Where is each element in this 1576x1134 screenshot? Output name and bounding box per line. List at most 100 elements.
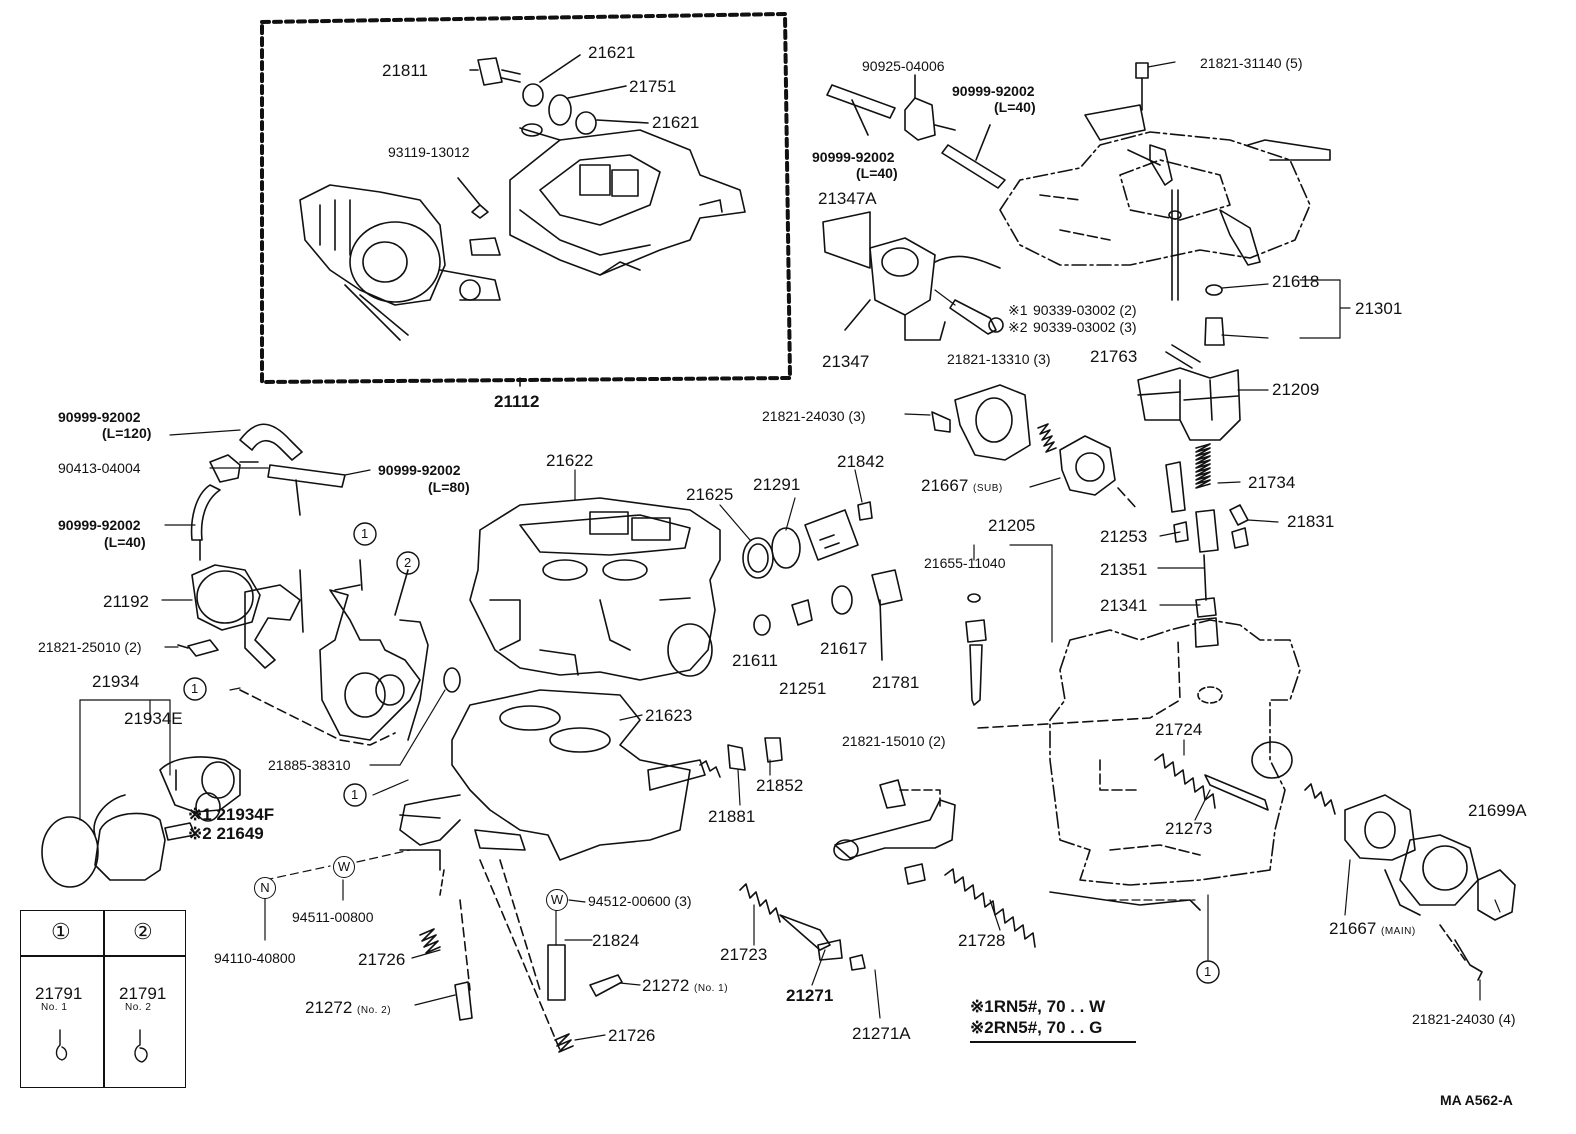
label-21655-11040: 21655-11040 <box>924 555 1006 571</box>
label-90999-92002-L120-length: (L=120) <box>102 425 152 441</box>
tag-no2: (No. 2) <box>357 1005 392 1016</box>
upper-right-brackets <box>1084 62 1331 301</box>
subassembly-frame-21112 <box>260 12 792 387</box>
label-21253: 21253 <box>1100 527 1148 546</box>
label-21881: 21881 <box>708 807 756 826</box>
label-21934F: ※1 21934F <box>188 805 275 824</box>
main-diaphragm-21667-main <box>1344 794 1516 981</box>
secondary-diaphragm-21667-sub <box>931 384 1139 511</box>
air-horn-assembly <box>509 123 746 276</box>
label-21821-24030-4: 21821-24030 (4) <box>1412 1011 1516 1027</box>
label-90999-92002-top-right: 90999-92002 <box>952 83 1035 99</box>
label-21831: 21831 <box>1287 512 1335 531</box>
label-21852: 21852 <box>756 776 804 795</box>
circle-one-two-leaders <box>239 559 409 746</box>
label-21821-24030-3: 21821-24030 (3) <box>762 408 866 424</box>
label-21347: 21347 <box>822 352 870 371</box>
label-21273: 21273 <box>1165 819 1213 838</box>
label-90339-03002-3: 90339-03002 (3) <box>1033 319 1137 335</box>
label-90413-04004: 90413-04004 <box>58 460 141 476</box>
label-21934E: 21934E <box>124 709 183 728</box>
label-21821-31140: 21821-31140 (5) <box>1200 55 1303 71</box>
label-21726-upper: 21726 <box>358 950 406 969</box>
label-90999-92002-top-right-length: (L=40) <box>994 99 1036 115</box>
label-21621-upper: 21621 <box>588 43 636 62</box>
label-21611: 21611 <box>732 651 779 670</box>
label-21821-25010: 21821-25010 (2) <box>38 639 142 655</box>
label-21291: 21291 <box>753 475 801 494</box>
label-21622: 21622 <box>546 451 594 470</box>
legend-col1-part: 21791 <box>35 984 83 1003</box>
label-21623: 21623 <box>645 706 693 725</box>
tag-main: (MAIN) <box>1381 926 1416 937</box>
legend-col2-no: No. 2 <box>125 1002 152 1013</box>
label-21301: 21301 <box>1355 299 1403 318</box>
label-21112: 21112 <box>494 392 540 411</box>
label-90339-03002-2: 90339-03002 (2) <box>1033 302 1137 318</box>
label-90999-92002-L40-left: 90999-92002 <box>58 517 141 533</box>
note-underline <box>970 1041 1136 1043</box>
legend-col2-part: 21791 <box>119 984 167 1003</box>
label-21272-no2: 21272 (No. 2) <box>305 998 392 1017</box>
marker-ref-1-top: ※1 <box>1008 302 1028 318</box>
label-21351: 21351 <box>1100 560 1148 579</box>
label-21625: 21625 <box>686 485 734 504</box>
label-21724: 21724 <box>1155 720 1203 739</box>
clip-legend-box: ① ② 21791 No. 1 21791 No. 2 <box>20 910 186 1088</box>
springs-group <box>419 753 1336 1053</box>
callout-circle-number-2: 2 <box>404 555 412 570</box>
label-21272-no1: 21272 (No. 1) <box>642 976 729 995</box>
label-21347A: 21347A <box>818 189 877 208</box>
label-21649: ※2 21649 <box>188 824 264 843</box>
label-21781: 21781 <box>872 673 920 692</box>
legend-col2-header: ② <box>133 919 153 944</box>
washer-w-marker-2: W <box>546 889 568 911</box>
carburetor-body-outline-right <box>1049 619 1301 886</box>
carburetor-body-21622 <box>469 497 721 681</box>
choke-opener-assembly <box>299 184 501 341</box>
label-90999-92002-L40-left-length: (L=40) <box>104 534 146 550</box>
label-94511-00800: 94511-00800 <box>292 909 374 925</box>
label-90999-92002-L120: 90999-92002 <box>58 409 141 425</box>
label-94110-40800: 94110-40800 <box>214 950 296 966</box>
callout-circle-number-3: 1 <box>191 681 199 696</box>
figure-code: MA A562-A <box>1440 1092 1513 1108</box>
label-21699A: 21699A <box>1468 801 1527 820</box>
main-jet-21205 <box>965 593 1181 729</box>
clip-21791-no1-icon <box>55 1029 68 1061</box>
label-21192: 21192 <box>103 592 150 611</box>
spring-21734 <box>1195 443 1211 489</box>
label-21751: 21751 <box>629 77 677 96</box>
label-21271A: 21271A <box>852 1024 911 1043</box>
label-90925-04006: 90925-04006 <box>862 58 945 74</box>
label-21842: 21842 <box>837 452 885 471</box>
tag-no1: (No. 1) <box>694 983 729 994</box>
center-small-parts <box>727 501 903 771</box>
label-90999-92002-L80: 90999-92002 <box>378 462 461 478</box>
label-21824: 21824 <box>592 931 640 950</box>
label-21811: 21811 <box>382 61 429 80</box>
label-21763: 21763 <box>1090 347 1138 366</box>
marker-ref-2-top: ※2 <box>1008 319 1028 335</box>
label-94512-00600: 94512-00600 (3) <box>588 893 692 909</box>
label-21341: 21341 <box>1100 596 1148 615</box>
label-21667-sub: 21667 (SUB) <box>921 476 1003 495</box>
note-line-1: ※1RN5#, 70 . . W <box>970 997 1106 1016</box>
legend-col1-header: ① <box>51 919 71 944</box>
label-90999-92002-L80-length: (L=80) <box>428 479 470 495</box>
label-21821-15010: 21821-15010 (2) <box>842 733 946 749</box>
label-93119-13012: 93119-13012 <box>388 144 470 160</box>
label-21251: 21251 <box>779 679 827 698</box>
label-21734: 21734 <box>1248 473 1296 492</box>
label-90999-92002-top-left: 90999-92002 <box>812 149 895 165</box>
label-90999-92002-top-left-length: (L=40) <box>856 165 898 181</box>
power-valve-21209 <box>1137 367 1241 441</box>
air-horn-small-parts <box>457 54 649 256</box>
nut-n-marker: N <box>254 877 276 899</box>
legend-col1-no: No. 1 <box>41 1002 68 1013</box>
fuel-cut-solenoid-21934 <box>41 756 241 888</box>
mounting-bolts-21821-13310 <box>949 299 1004 335</box>
label-21618: 21618 <box>1272 272 1320 291</box>
label-21934: 21934 <box>92 672 140 691</box>
